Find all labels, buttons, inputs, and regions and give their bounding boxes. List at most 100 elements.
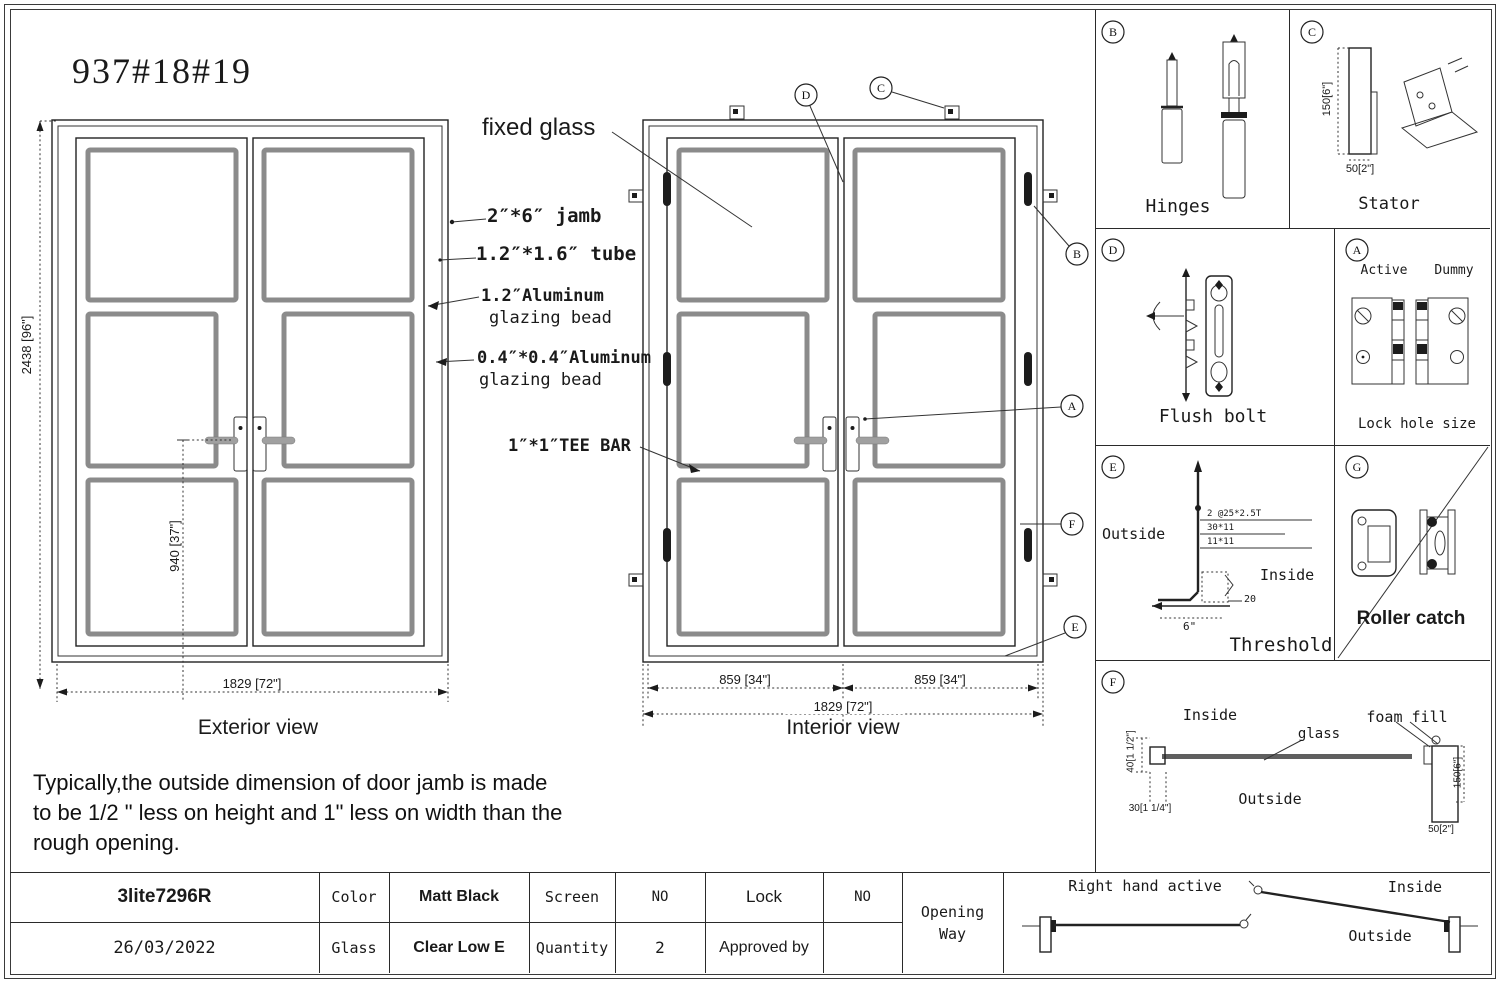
threshold-dim5: 6" — [1183, 620, 1197, 633]
sidebar-col-line-top — [1289, 10, 1290, 228]
table-quantity-label: Quantity — [535, 938, 609, 957]
table-mid-line — [10, 922, 902, 923]
callout-bead04-line1: 0.4″*0.4″Aluminum — [477, 348, 651, 368]
section-outside-label: Outside — [1238, 790, 1302, 808]
callout-leader-lines — [427, 131, 1062, 473]
section-dim-left-h: 30[1 1/4"] — [1128, 803, 1172, 814]
table-v7 — [902, 872, 903, 973]
callout-bead12-line2: glazing bead — [489, 308, 612, 328]
sidebar-row-line-1 — [1095, 228, 1490, 229]
table-glass-label: Glass — [331, 938, 377, 957]
section-dim-right-v: 150[6"] — [1452, 756, 1464, 789]
threshold-dim1: 2 @25*2.5T — [1207, 509, 1262, 519]
flush-bolt-panel-drawing: D — [1101, 238, 1233, 402]
table-date-cell: 26/03/2022 — [113, 937, 216, 958]
stator-width-dim: 50[2"] — [1345, 163, 1375, 175]
panel-e-letter: E — [1109, 460, 1116, 474]
panel-g-letter: G — [1353, 460, 1362, 474]
marker-e: E — [1071, 620, 1078, 634]
interior-left-dim: 859 [34"] — [695, 672, 795, 687]
marker-b: B — [1073, 247, 1081, 261]
section-foam-label: foam fill — [1366, 708, 1448, 726]
table-glass-value: Clear Low E — [413, 938, 505, 956]
interior-right-handle — [845, 416, 860, 472]
table-model-cell: 3lite7296R — [117, 886, 212, 907]
marker-f: F — [1069, 517, 1076, 531]
flush-bolt-label: Flush bolt — [1158, 406, 1268, 427]
threshold-label: Threshold — [1229, 634, 1333, 656]
section-glass-label: glass — [1297, 726, 1341, 742]
lock-hole-panel-drawing: A — [1345, 238, 1469, 385]
sheet-outer-border — [4, 4, 1496, 979]
sheet-inner-border — [10, 9, 1492, 975]
note-line-2: to be 1/2 " less on height and 1" less o… — [33, 800, 563, 825]
section-panel-drawing: F — [1101, 670, 1465, 823]
table-color-label: Color — [331, 888, 377, 906]
hinges-panel-drawing: B — [1101, 20, 1247, 199]
section-dim-right-h: 50[2"] — [1428, 824, 1454, 835]
lock-hole-active-label: Active — [1360, 263, 1408, 278]
threshold-dim4: 20 — [1244, 594, 1257, 605]
section-dim-left-v: 40[1 1/2"] — [1125, 730, 1137, 773]
marker-c: C — [877, 81, 885, 95]
table-quantity-value: 2 — [655, 938, 665, 957]
note-line-1: Typically,the outside dimension of door … — [33, 770, 548, 795]
table-v1 — [319, 872, 320, 973]
table-v3 — [529, 872, 530, 973]
panel-f-letter: F — [1110, 675, 1117, 689]
note-line-3: rough opening. — [33, 830, 180, 855]
lock-hole-label: Lock hole size — [1357, 416, 1476, 432]
panel-b-letter: B — [1109, 25, 1117, 39]
interior-right-dim: 859 [34"] — [890, 672, 990, 687]
exterior-door-drawing — [36, 119, 449, 702]
threshold-dim2: 30*11 — [1207, 523, 1235, 533]
interior-door-drawing — [628, 105, 1058, 726]
roller-catch-label: Roller catch — [1356, 608, 1466, 629]
panel-c-letter: C — [1308, 25, 1316, 39]
opening-way-diagram — [1022, 880, 1478, 953]
opening-inside-label: Inside — [1387, 878, 1443, 896]
panel-a-letter: A — [1353, 243, 1362, 257]
table-screen-label: Screen — [544, 888, 600, 906]
callout-jamb: 2″*6″ jamb — [487, 205, 602, 227]
lock-hole-dummy-label: Dummy — [1434, 263, 1474, 278]
opening-right-hand-label: Right hand active — [1068, 877, 1222, 895]
stator-label: Stator — [1358, 194, 1420, 214]
threshold-dim3: 11*11 — [1207, 537, 1235, 547]
hinges-label: Hinges — [1145, 196, 1211, 217]
sidebar-row-line-2 — [1095, 445, 1490, 446]
table-v2 — [389, 872, 390, 973]
table-lock-value: NO — [854, 889, 871, 905]
section-inside-label: Inside — [1182, 706, 1238, 724]
table-v6 — [823, 872, 824, 973]
callout-tube: 1.2″*1.6″ tube — [476, 243, 637, 265]
exterior-handle-dim: 940 [37"] — [167, 520, 182, 572]
interior-width-dim: 1829 [72"] — [783, 699, 903, 714]
sidebar-col-line-mid — [1334, 228, 1335, 660]
table-color-value: Matt Black — [418, 888, 500, 905]
table-v4 — [615, 872, 616, 973]
roller-catch-panel-drawing: G — [1337, 446, 1489, 659]
stator-panel-drawing: C — [1300, 20, 1479, 161]
marker-d: D — [802, 88, 811, 102]
hinge-icon — [663, 172, 1032, 562]
panel-d-letter: D — [1109, 243, 1118, 257]
sidebar-row-line-3 — [1095, 660, 1490, 661]
table-screen-value: NO — [651, 889, 669, 905]
table-opening-way-cell: Opening Way — [920, 902, 985, 943]
table-top-line — [10, 872, 1490, 873]
threshold-panel-drawing: E — [1101, 455, 1312, 619]
callout-bead04-line2: glazing bead — [479, 370, 602, 390]
table-v8 — [1003, 872, 1004, 973]
callout-fixed-glass: fixed glass — [482, 114, 596, 141]
exterior-width-dim: 1829 [72"] — [192, 676, 312, 691]
table-approved-label: Approved by — [719, 938, 809, 956]
table-v5 — [705, 872, 706, 973]
roller-catch-icon — [628, 105, 1058, 587]
opening-outside-label: Outside — [1348, 927, 1412, 945]
callout-bead12-line1: 1.2″Aluminum — [481, 286, 604, 306]
exterior-height-dim: 2438 [96"] — [19, 315, 34, 375]
callout-teebar: 1″*1″TEE BAR — [508, 436, 631, 456]
